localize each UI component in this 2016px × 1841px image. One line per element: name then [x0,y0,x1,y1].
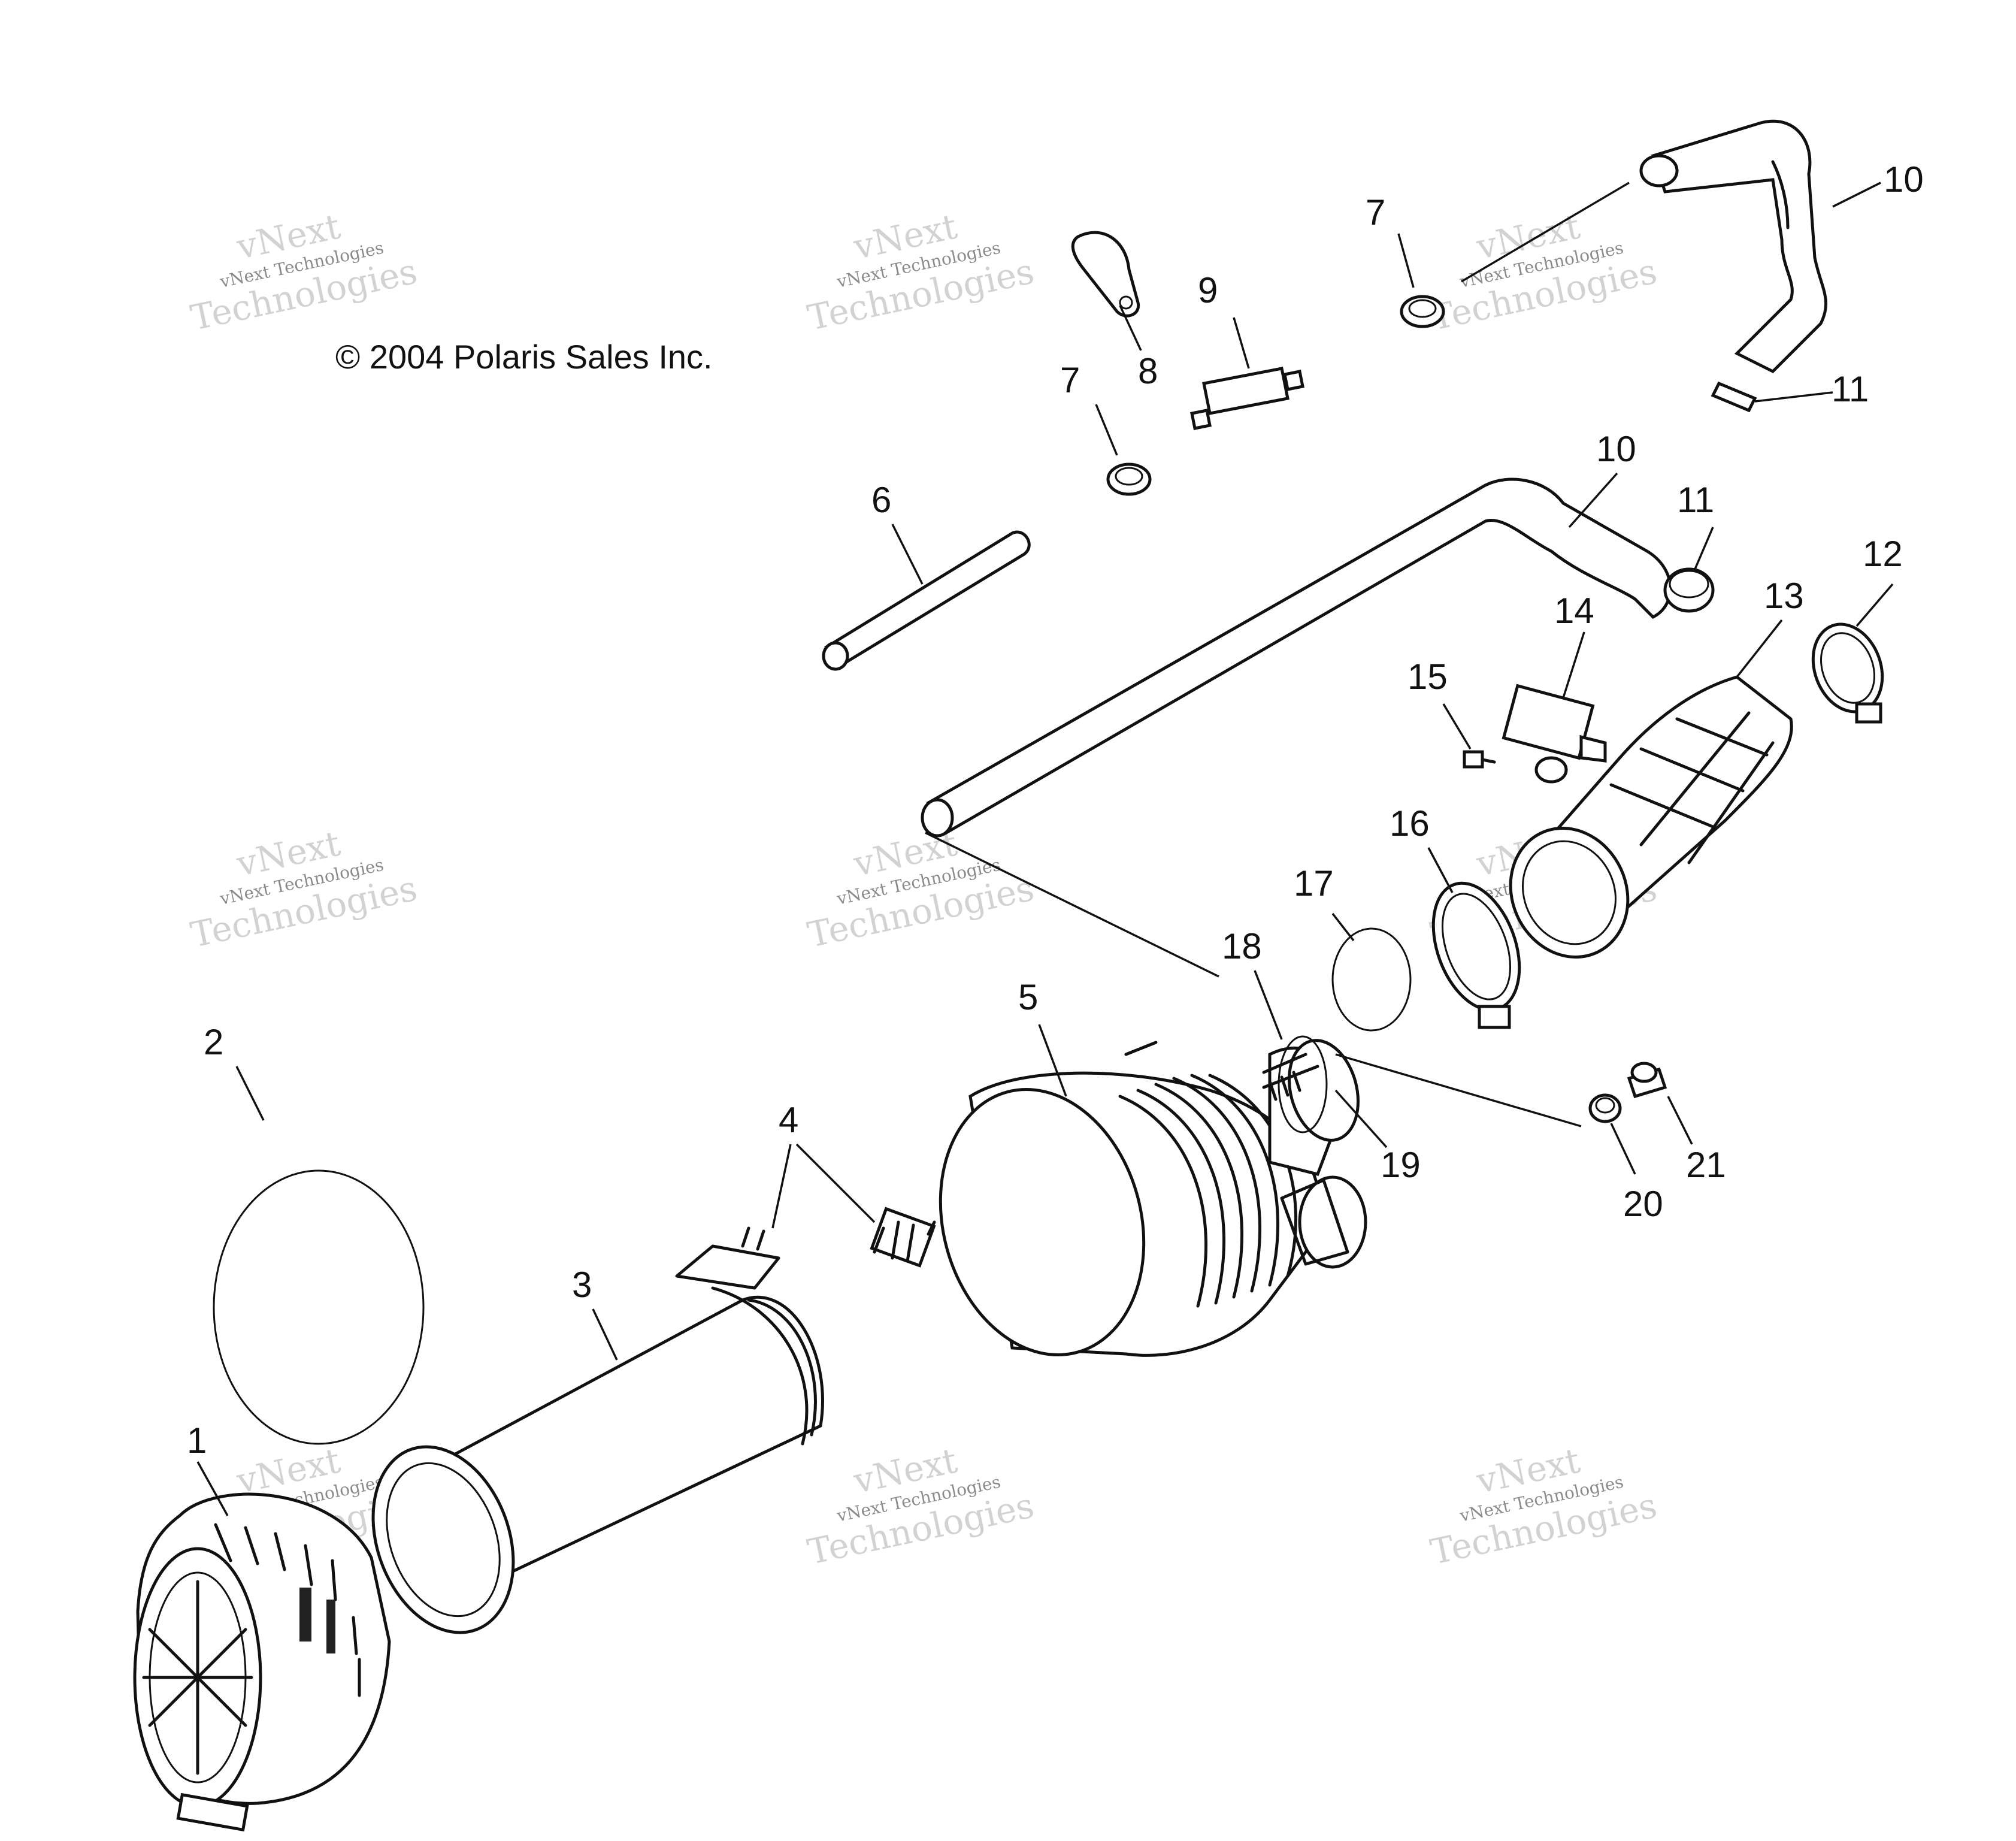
watermark-mid-center: vNext vNext Technologies Technologies [804,823,1038,956]
part-17-seal [1331,927,1412,1032]
part-6-short-hose [822,530,1031,671]
part-18-flange [1278,1035,1328,1133]
part-11-clamp-upper [1711,381,1757,413]
part-2-gasket [213,1169,425,1445]
part-9-inline-filter [1190,367,1304,430]
assembly-lines [925,182,1630,1127]
callout-11-upper: 11 [1832,369,1869,409]
watermarks: vNext vNext Technologies Technologies vN… [187,206,1661,1573]
callout-3: 3 [572,1265,592,1305]
callout-1: 1 [187,1420,207,1461]
callout-7-lower: 7 [1060,360,1080,400]
callout-8: 8 [1138,351,1158,391]
part-16-hose-clamp [1431,881,1521,1029]
callout-13: 13 [1764,576,1804,616]
part-10-hose-long [921,477,1672,838]
callout-7-upper: 7 [1366,192,1385,232]
callout-11-lower: 11 [1677,480,1714,520]
part-21-fitting [1627,1062,1667,1099]
callout-9: 9 [1198,270,1218,310]
callouts: 1 2 3 4 5 6 7 7 8 9 10 10 11 11 12 13 14… [187,159,1924,1461]
callout-4: 4 [779,1100,798,1140]
callout-15: 15 [1407,657,1448,697]
callout-5: 5 [1018,977,1038,1017]
watermark-top-right: vNext vNext Technologies Technologies [1427,206,1661,338]
part-20-fitting [1588,1093,1622,1123]
part-1-cover [133,1492,391,1832]
watermark-bottom-right: vNext vNext Technologies Technologies [1427,1440,1661,1573]
watermark-bottom-center: vNext vNext Technologies Technologies [804,1440,1038,1573]
part-5-air-box [939,1039,1367,1357]
callout-14: 14 [1554,591,1594,631]
callout-10-long: 10 [1596,429,1636,469]
watermark-mid-left: vNext vNext Technologies Technologies [187,823,421,956]
copyright-text: © 2004 Polaris Sales Inc. [335,338,713,376]
part-13-intake-duct [1509,675,1793,959]
part-3-filter [371,1226,824,1634]
callout-21: 21 [1686,1145,1726,1185]
callout-6: 6 [871,480,891,520]
part-12-hose-clamp [1811,622,1884,724]
part-10-hose-upper [1639,119,1828,374]
part-4-valve [870,1207,936,1268]
callout-10-upper: 10 [1884,159,1924,199]
part-7-clamp-lower [1106,462,1152,496]
callout-19: 19 [1381,1145,1421,1185]
callout-2: 2 [204,1022,223,1062]
part-15-screw [1463,750,1496,769]
watermark-top-left: vNext vNext Technologies Technologies [187,206,421,338]
callout-18: 18 [1222,926,1262,966]
part-7-clamp-upper [1400,295,1445,328]
leader-lines [196,182,1894,1516]
watermark-top-center: vNext vNext Technologies Technologies [804,206,1038,338]
callout-16: 16 [1390,803,1430,844]
part-11-coupler-lower [1663,567,1715,613]
callout-17: 17 [1294,863,1334,903]
part-8-clip [1071,231,1140,318]
callout-20: 20 [1623,1184,1663,1224]
callout-12: 12 [1863,534,1903,574]
part-14-sensor [1502,684,1607,784]
part-19-bolt [1262,1065,1319,1101]
